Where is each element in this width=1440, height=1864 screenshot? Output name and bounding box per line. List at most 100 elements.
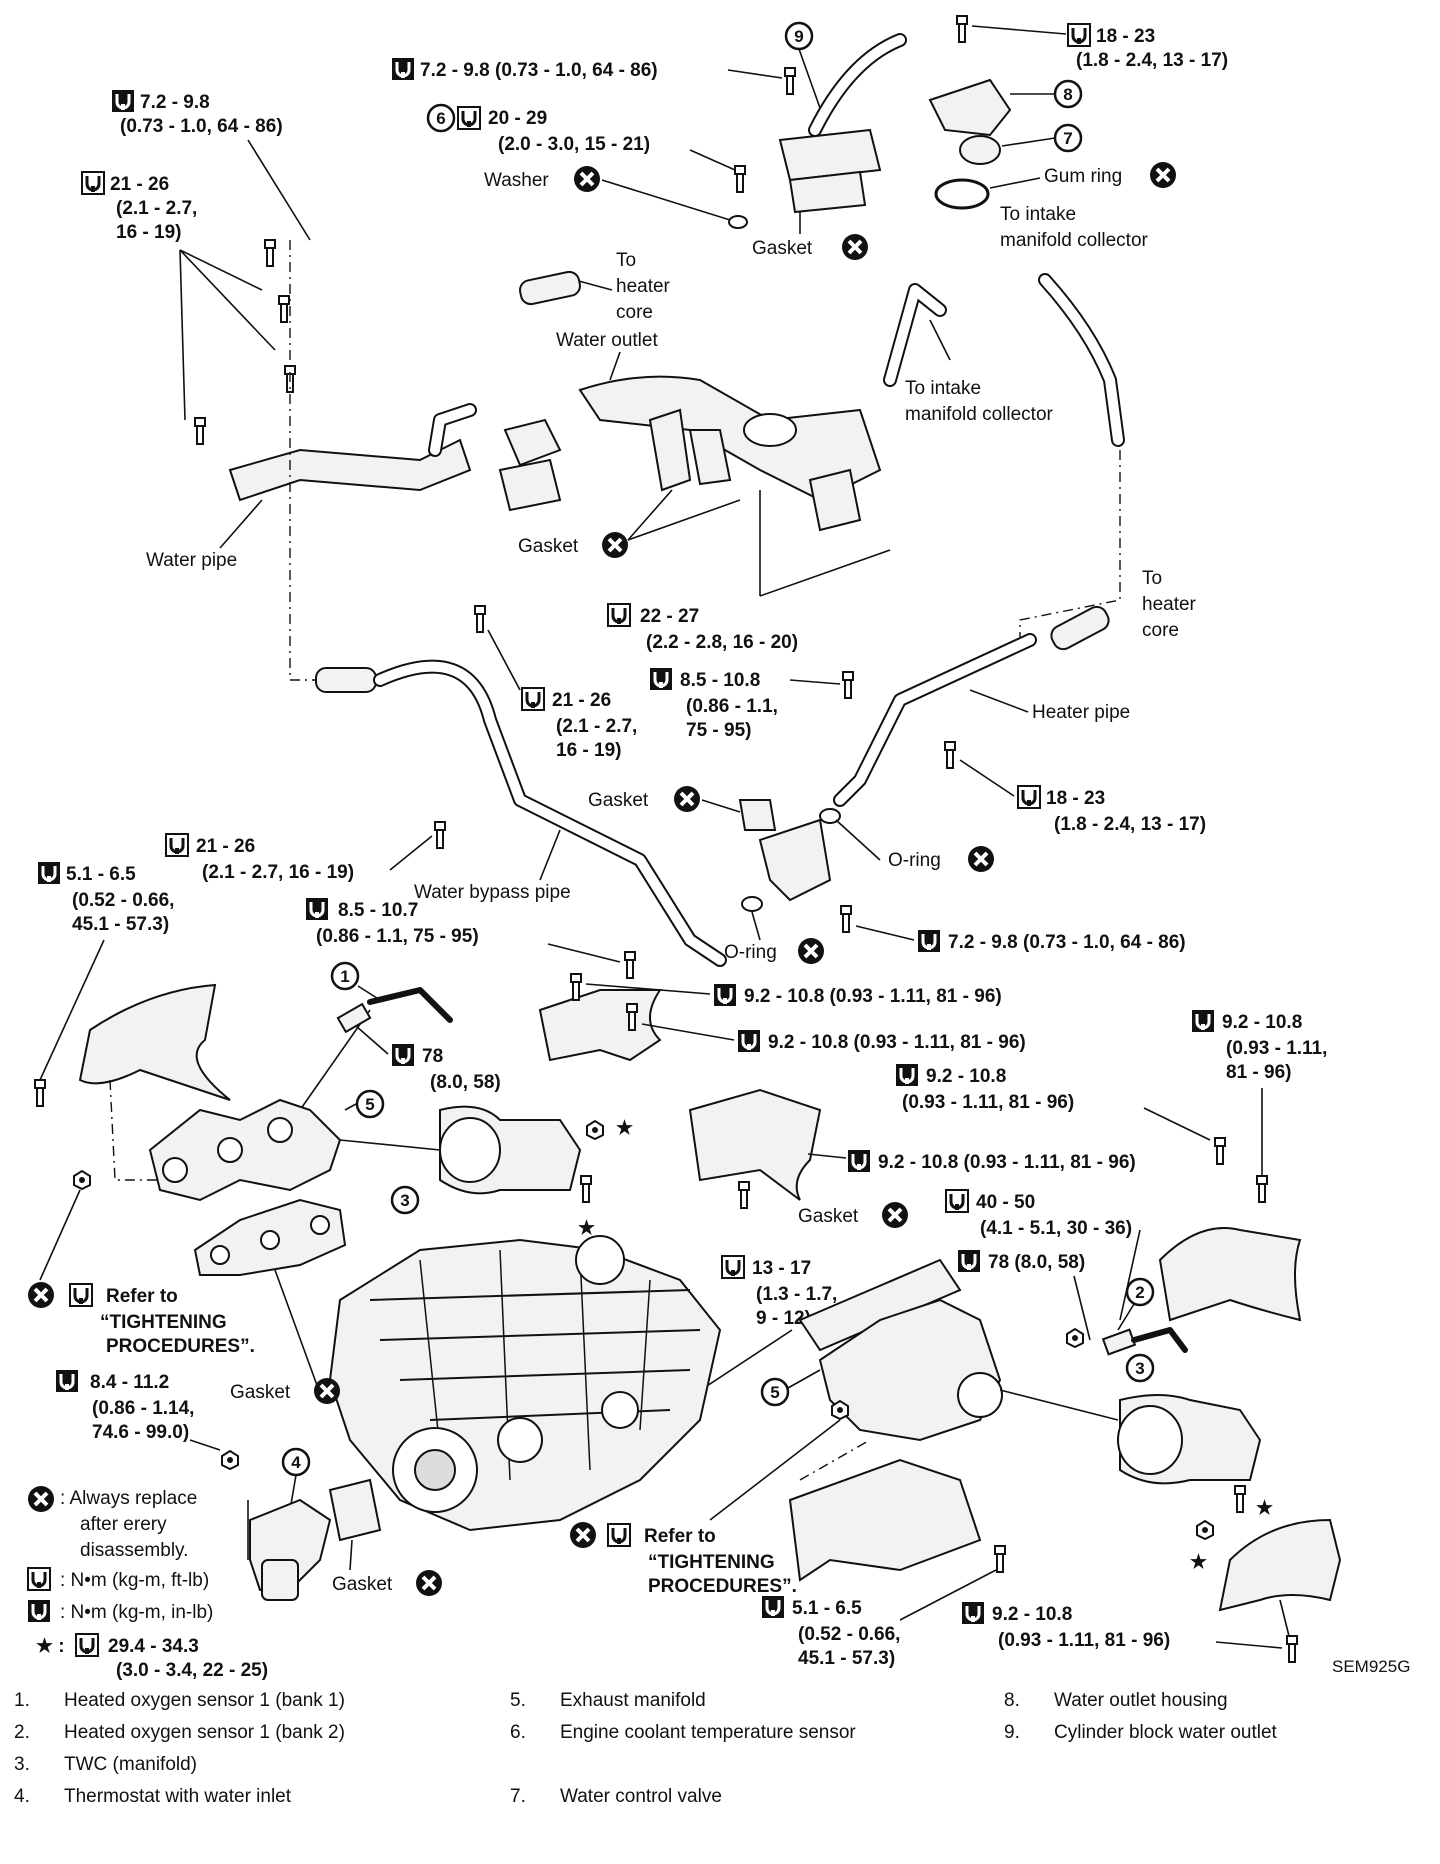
refer-center-2: “TIGHTENING: [648, 1552, 775, 1573]
to-intake-top-1: To intake: [1000, 204, 1076, 225]
gasket-thermostat: [328, 1478, 382, 1542]
engine-block: [328, 1235, 722, 1532]
to-heater-core-top-3: core: [616, 302, 653, 323]
water-outlet-housing: [928, 78, 1012, 137]
washer: [728, 215, 748, 229]
replace-icon-gasket-exhaust-right: [880, 1200, 910, 1230]
gasket-right: [808, 468, 862, 532]
callout-4: 4: [281, 1447, 311, 1477]
torque-5-1-right-a: 5.1 - 6.5: [792, 1598, 862, 1619]
key-star-torque-b: (3.0 - 3.4, 22 - 25): [116, 1660, 268, 1680]
torque-20-29-b: (2.0 - 3.0, 15 - 21): [498, 134, 650, 155]
callout-5-left: 5: [355, 1089, 385, 1119]
refer-center-3: PROCEDURES”.: [648, 1576, 797, 1597]
heat-shield-center-lower: [788, 1458, 982, 1582]
torque-7-2-left-a: 7.2 - 9.8: [140, 92, 210, 113]
torque-8-4-c: 74.6 - 99.0): [92, 1422, 189, 1443]
callout-3-right: 3: [1125, 1353, 1155, 1383]
torque-8-4-a: 8.4 - 11.2: [90, 1372, 169, 1393]
gasket-valve: [738, 799, 777, 831]
heater-pipe: [833, 633, 1037, 807]
svg-text:3: 3: [1135, 1359, 1144, 1378]
heat-shield-left: [78, 983, 231, 1101]
torque-78-right: 78 (8.0, 58): [988, 1252, 1085, 1273]
torque-21-26-ul-a: 21 - 26: [110, 174, 169, 195]
heat-shield-center-upper: [538, 989, 662, 1062]
bypass-hose-left: [315, 667, 377, 693]
replace-icon-o-ring-lower: [796, 936, 826, 966]
torque-8-5-10-7-a: 8.5 - 10.7: [338, 900, 418, 921]
star-mark-3: ★: [1256, 1498, 1273, 1519]
replace-icon-gasket-exhaust-left: [312, 1376, 342, 1406]
torque-5-1-left-b: (0.52 - 0.66,: [72, 890, 174, 911]
gasket-label-exhaust-left: Gasket: [230, 1382, 291, 1403]
water-outlet-label: Water outlet: [556, 330, 658, 351]
torque-9-2-c-b: (0.93 - 1.11, 81 - 96): [902, 1092, 1074, 1113]
star-mark-1: ★: [616, 1118, 633, 1139]
replace-icon-gasket-mid: [600, 530, 630, 560]
water-bypass-pipe-label: Water bypass pipe: [414, 882, 571, 903]
torque-18-23-top-a: 18 - 23: [1096, 26, 1155, 47]
replace-icon-refer-center: [568, 1520, 598, 1550]
key-star-torque-a: 29.4 - 34.3: [108, 1636, 199, 1657]
replace-icon-gasket-valve: [672, 784, 702, 814]
parts-legend: 1. Heated oxygen sensor 1 (bank 1) 2. He…: [14, 1690, 1277, 1807]
torque-icon-1: [390, 56, 416, 82]
torque-9-2-b: 9.2 - 10.8 (0.93 - 1.11, 81 - 96): [768, 1032, 1026, 1053]
torque-7-2-top: 7.2 - 9.8 (0.73 - 1.0, 64 - 86): [420, 60, 658, 81]
hose-clamp-mid: [503, 418, 562, 467]
ho2s-bank2: [1101, 1328, 1137, 1356]
torque-40-50-b: (4.1 - 5.1, 30 - 36): [980, 1218, 1132, 1239]
cylinder-block-water-outlet: [778, 128, 882, 182]
heat-shield-right-upper: [1158, 1227, 1302, 1322]
to-heater-core-top-1: To: [616, 250, 636, 271]
gasket-label-valve: Gasket: [588, 790, 649, 811]
replace-icon-o-ring-right: [966, 844, 996, 874]
exhaust-gasket-bank2: [798, 1258, 962, 1352]
key-replace-icon: [26, 1484, 56, 1514]
torque-21-26-low-a: 21 - 26: [196, 836, 255, 857]
svg-text:1: 1: [340, 967, 349, 986]
torque-8-4-b: (0.86 - 1.14,: [92, 1398, 194, 1419]
svg-text:5: 5: [770, 1383, 779, 1402]
gasket-label-top: Gasket: [752, 238, 813, 259]
key-star: ★ :: [36, 1636, 65, 1657]
torque-9-2-e: 9.2 - 10.8 (0.93 - 1.11, 81 - 96): [878, 1152, 1136, 1173]
heat-shield-center-mid: [688, 1088, 822, 1201]
torque-9-2-d-a: 9.2 - 10.8: [1222, 1012, 1302, 1033]
callout-5-right: 5: [760, 1377, 790, 1407]
torque-9-2-a: 9.2 - 10.8 (0.93 - 1.11, 81 - 96): [744, 986, 1002, 1007]
torque-8-5-10-8-c: 75 - 95): [686, 720, 751, 741]
torque-9-2-d-c: 81 - 96): [1226, 1062, 1291, 1083]
exploded-view-diagram: 9 7.2 - 9.8 (0.73 - 1.0, 64 - 86) 18 - 2…: [26, 15, 1410, 1680]
o-ring-lower: [741, 896, 763, 912]
gasket-label-mid: Gasket: [518, 536, 579, 557]
replace-icon-gasket-top: [840, 232, 870, 262]
star-mark-4: ★: [1190, 1552, 1207, 1573]
washer-label: Washer: [484, 170, 549, 191]
refer-center-1: Refer to: [644, 1526, 716, 1547]
replace-icon-washer: [572, 164, 602, 194]
torque-13-17-c: 9 - 12): [756, 1308, 811, 1329]
torque-18-23-mid-b: (1.8 - 2.4, 13 - 17): [1054, 814, 1206, 835]
torque-8-5-10-8-b: (0.86 - 1.1,: [686, 696, 778, 717]
torque-9-2-f-a: 9.2 - 10.8: [992, 1604, 1072, 1625]
svg-text:4: 4: [291, 1453, 301, 1472]
gum-ring-label: Gum ring: [1044, 166, 1122, 187]
torque-21-26-low-b: (2.1 - 2.7, 16 - 19): [202, 862, 354, 883]
callout-1: 1: [330, 961, 360, 991]
callout-9: 9: [784, 21, 814, 51]
torque-40-50-a: 40 - 50: [976, 1192, 1035, 1213]
exhaust-manifold-bank1: [148, 1098, 342, 1202]
key-replace-text-a: : Always replace: [60, 1488, 197, 1509]
gasket-top: [788, 170, 867, 214]
svg-text:3: 3: [400, 1191, 409, 1210]
replace-icon-gasket-thermostat: [414, 1568, 444, 1598]
replace-icon-gum-ring: [1148, 160, 1178, 190]
replace-icon-refer-left: [26, 1280, 56, 1310]
torque-18-23-mid-a: 18 - 23: [1046, 788, 1105, 809]
gasket-mid: [648, 408, 692, 492]
o-ring-label-lower: O-ring: [724, 942, 777, 963]
to-intake-top-2: manifold collector: [1000, 230, 1149, 251]
torque-8-5-10-7-b: (0.86 - 1.1, 75 - 95): [316, 926, 479, 947]
